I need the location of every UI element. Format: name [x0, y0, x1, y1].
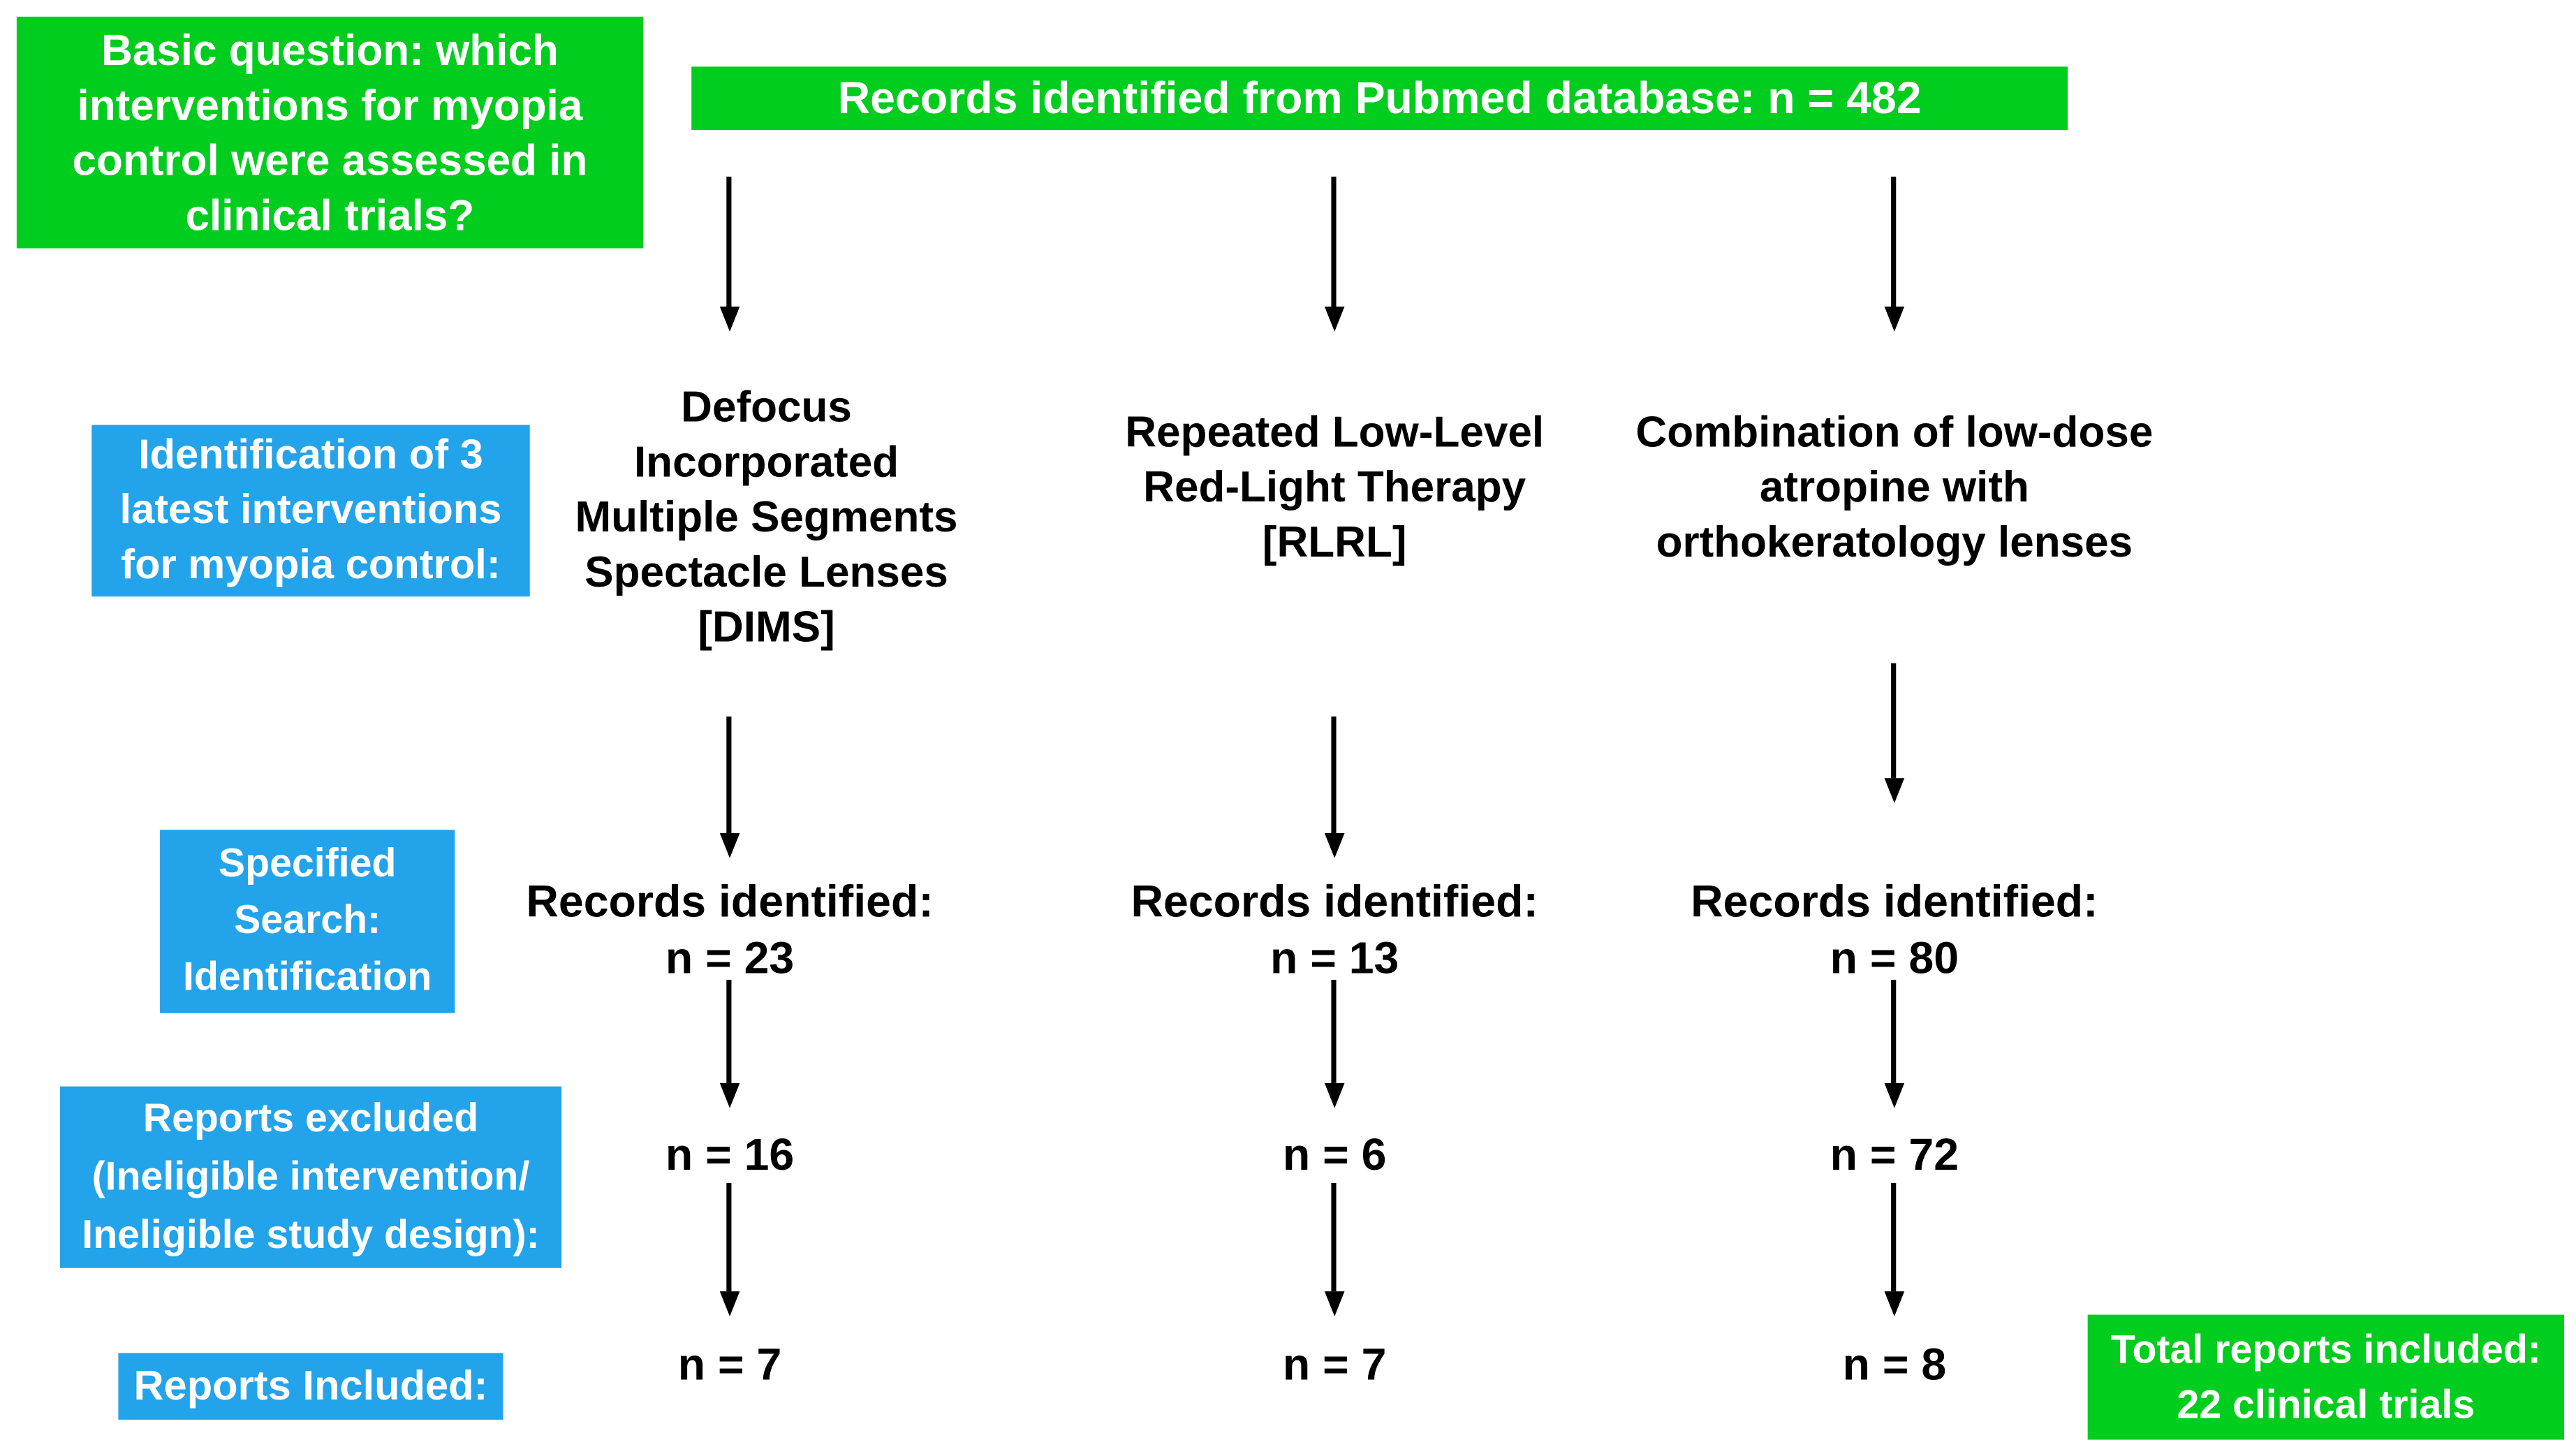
- arrow-source-to-atropine-orthok: [1891, 176, 1897, 307]
- excluded-value-rlrl: n = 6: [1282, 1129, 1387, 1180]
- arrow-source-to-rlrl: [1331, 176, 1337, 307]
- included-value-dims: n = 7: [677, 1339, 782, 1390]
- arrow-atropine-orthok-records-to-excluded: [1891, 979, 1897, 1083]
- stage-identification-box: Identification of 3 latest interventions…: [91, 425, 530, 597]
- excluded-value-dims: n = 16: [665, 1129, 795, 1180]
- column-header-rlrl: Repeated Low-Level Red-Light Therapy [RL…: [1125, 406, 1545, 567]
- records-source-bar: Records identified from Pubmed database:…: [691, 66, 2068, 131]
- arrow-rlrl-records-to-excluded: [1331, 979, 1337, 1083]
- stage-search-box: Specified Search: Identification: [160, 830, 455, 1013]
- stage-excluded-box: Reports excluded (Ineligible interventio…: [59, 1086, 562, 1268]
- arrow-dims-records-to-excluded: [726, 979, 732, 1083]
- arrow-atropine-orthok-to-records: [1891, 663, 1897, 779]
- excluded-value-atropine-orthok: n = 72: [1830, 1129, 1959, 1180]
- arrow-dims-to-records: [726, 716, 732, 833]
- included-value-atropine-orthok: n = 8: [1842, 1339, 1947, 1390]
- column-header-dims: Defocus Incorporated Multiple Segments S…: [575, 381, 958, 652]
- records-identified-rlrl: Records identified: n = 13: [1131, 876, 1538, 983]
- records-identified-atropine-orthok: Records identified: n = 80: [1691, 876, 2098, 983]
- included-value-rlrl: n = 7: [1282, 1339, 1387, 1390]
- total-included-box: Total reports included: 22 clinical tria…: [2087, 1314, 2565, 1440]
- records-identified-dims: Records identified: n = 23: [526, 876, 934, 983]
- arrow-rlrl-excluded-to-included: [1331, 1183, 1337, 1292]
- arrow-dims-excluded-to-included: [726, 1183, 732, 1292]
- arrow-rlrl-to-records: [1331, 716, 1337, 833]
- stage-included-box: Reports Included:: [118, 1353, 503, 1420]
- arrow-source-to-dims: [726, 176, 732, 307]
- column-header-atropine-orthok: Combination of low-dose atropine with or…: [1635, 406, 2154, 567]
- basic-question-box: Basic question: which interventions for …: [16, 16, 643, 249]
- arrow-atropine-orthok-excluded-to-included: [1891, 1183, 1897, 1292]
